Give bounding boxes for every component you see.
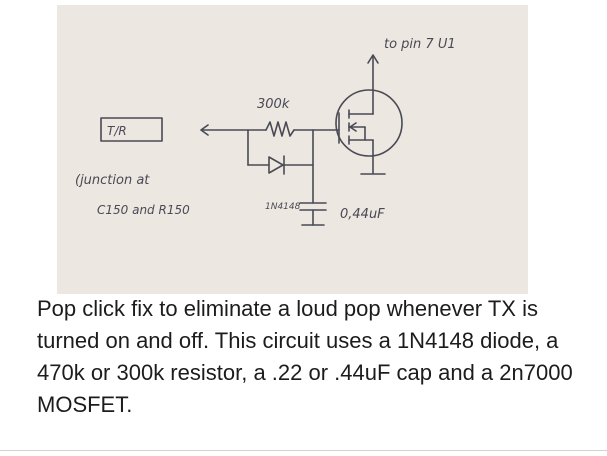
- junction-label-line1: (junction at: [75, 173, 150, 188]
- caption-text: Pop click fix to eliminate a loud pop wh…: [37, 296, 573, 417]
- diode-symbol: [268, 156, 284, 174]
- mosfet-circle: [335, 89, 403, 157]
- cap-label: 0,44uF: [340, 207, 385, 222]
- body-arrow-icon: [349, 122, 357, 132]
- tr-label: T/R: [107, 124, 127, 138]
- diode-label: 1N4148: [265, 202, 301, 212]
- resistor-label: 300k: [257, 97, 290, 112]
- tr-box: [100, 117, 163, 142]
- arrow-up-icon: [367, 54, 379, 64]
- schematic-drawing: to pin 7 U1 T/R 300k (junction at C150 a…: [75, 37, 456, 226]
- circuit-photo: to pin 7 U1 T/R 300k (junction at C150 a…: [57, 5, 528, 294]
- junction-label-line2: C150 and R150: [97, 203, 190, 217]
- bottom-divider: [0, 450, 607, 451]
- resistor-symbol: [265, 121, 295, 137]
- arrow-left-icon: [200, 124, 209, 136]
- pin-label: to pin 7 U1: [384, 37, 456, 52]
